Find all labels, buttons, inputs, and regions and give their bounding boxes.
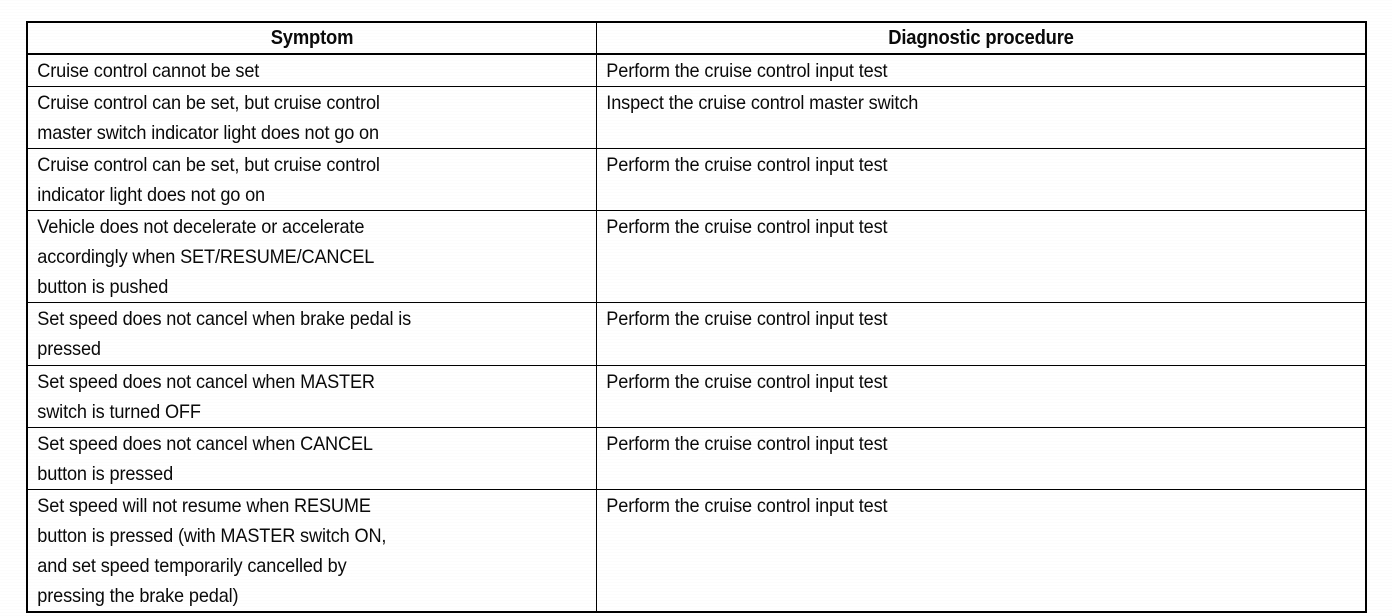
symptom-text: Cruise control can be set, but cruise co… bbox=[37, 92, 380, 144]
symptom-text: Set speed will not resume when RESUME bu… bbox=[37, 495, 387, 607]
table-body: Cruise control cannot be set Perform the… bbox=[27, 53, 1366, 612]
cell-symptom: Cruise control cannot be set bbox=[27, 53, 597, 87]
cell-procedure: Perform the cruise control input test bbox=[596, 489, 1366, 612]
table-row: Cruise control cannot be set Perform the… bbox=[27, 53, 1366, 87]
cell-procedure: Perform the cruise control input test bbox=[596, 365, 1366, 428]
procedure-text: Inspect the cruise control master switch bbox=[606, 92, 919, 114]
procedure-text: Perform the cruise control input test bbox=[606, 433, 888, 455]
cell-symptom: Set speed will not resume when RESUME bu… bbox=[27, 489, 597, 612]
cell-symptom: Cruise control can be set, but cruise co… bbox=[27, 86, 597, 149]
symptom-text: Set speed does not cancel when MASTER sw… bbox=[37, 371, 375, 423]
table-header-row: Symptom Diagnostic procedure bbox=[27, 22, 1366, 55]
symptom-text: Set speed does not cancel when CANCEL bu… bbox=[37, 433, 373, 485]
table-row: Vehicle does not decelerate or accelerat… bbox=[27, 210, 1366, 303]
procedure-text: Perform the cruise control input test bbox=[606, 216, 888, 238]
symptom-text: Cruise control cannot be set bbox=[37, 60, 260, 82]
table-row: Set speed does not cancel when CANCEL bu… bbox=[27, 427, 1366, 490]
cell-procedure: Inspect the cruise control master switch bbox=[596, 86, 1366, 149]
symptom-text: Vehicle does not decelerate or accelerat… bbox=[37, 216, 375, 298]
column-header-symptom-label: Symptom bbox=[270, 27, 354, 49]
cell-procedure: Perform the cruise control input test bbox=[596, 427, 1366, 490]
column-header-symptom: Symptom bbox=[27, 22, 597, 55]
cell-procedure: Perform the cruise control input test bbox=[596, 53, 1366, 87]
symptom-text: Set speed does not cancel when brake ped… bbox=[37, 308, 412, 360]
cell-symptom: Set speed does not cancel when MASTER sw… bbox=[27, 365, 597, 428]
cell-procedure: Perform the cruise control input test bbox=[596, 210, 1366, 303]
symptom-text: Cruise control can be set, but cruise co… bbox=[37, 154, 380, 206]
cell-symptom: Set speed does not cancel when brake ped… bbox=[27, 302, 597, 366]
diagnostic-table: Symptom Diagnostic procedure Cruise cont… bbox=[26, 21, 1367, 613]
table-row: Cruise control can be set, but cruise co… bbox=[27, 86, 1366, 149]
table-row: Set speed does not cancel when brake ped… bbox=[27, 302, 1366, 366]
procedure-text: Perform the cruise control input test bbox=[606, 308, 888, 330]
cell-procedure: Perform the cruise control input test bbox=[596, 302, 1366, 366]
procedure-text: Perform the cruise control input test bbox=[606, 154, 888, 176]
table-row: Set speed does not cancel when MASTER sw… bbox=[27, 365, 1366, 428]
procedure-text: Perform the cruise control input test bbox=[606, 495, 888, 517]
procedure-text: Perform the cruise control input test bbox=[606, 371, 888, 393]
column-header-procedure-label: Diagnostic procedure bbox=[888, 27, 1074, 49]
cell-symptom: Vehicle does not decelerate or accelerat… bbox=[27, 210, 597, 303]
column-header-procedure: Diagnostic procedure bbox=[596, 22, 1366, 55]
cell-symptom: Cruise control can be set, but cruise co… bbox=[27, 148, 597, 211]
cell-procedure: Perform the cruise control input test bbox=[596, 148, 1366, 211]
cell-symptom: Set speed does not cancel when CANCEL bu… bbox=[27, 427, 597, 490]
procedure-text: Perform the cruise control input test bbox=[606, 60, 888, 82]
table-row: Cruise control can be set, but cruise co… bbox=[27, 148, 1366, 211]
table-row: Set speed will not resume when RESUME bu… bbox=[27, 489, 1366, 612]
